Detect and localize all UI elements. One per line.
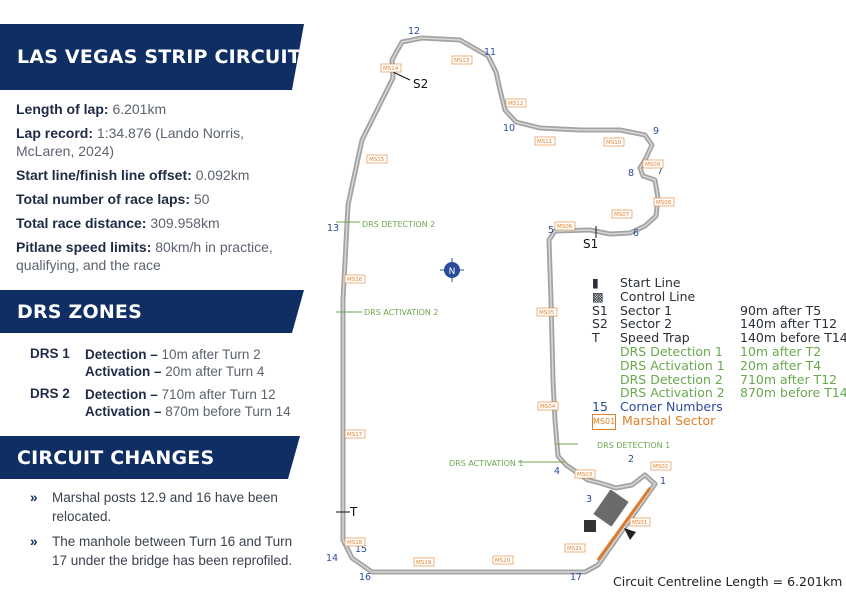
marshal-sector-01: MS01	[632, 520, 647, 526]
change-item: »Marshal posts 12.9 and 16 have been rel…	[30, 490, 278, 524]
compass-icon: N	[440, 258, 464, 282]
corner-7: 7	[657, 166, 663, 177]
pit-entry-arrow	[624, 528, 636, 540]
legend-start-line: ▮Start Line	[592, 275, 681, 290]
drs-zones-banner: DRS ZONES	[0, 290, 304, 333]
corner-8: 8	[628, 168, 634, 179]
marshal-sector-05: MS05	[539, 310, 555, 316]
marshal-sector-18: MS18	[347, 540, 363, 546]
circuit-changes-banner: CIRCUIT CHANGES	[0, 436, 300, 479]
marshal-sector-07: MS07	[614, 212, 630, 218]
marshal-sector-13: MS13	[454, 58, 470, 64]
info-race-distance: Total race distance: 309.958km	[16, 215, 220, 231]
info-lap-length: Length of lap: 6.201km	[16, 101, 167, 117]
marshal-sector-16: MS16	[347, 277, 363, 283]
corner-17: 17	[570, 572, 582, 583]
marshal-sector-09: MS09	[645, 162, 661, 168]
corner-12: 12	[408, 26, 420, 37]
start-line-icon: ▮	[592, 275, 599, 290]
marshal-sector-10: MS10	[606, 140, 622, 146]
speed-trap-marker: T	[349, 505, 358, 519]
marshal-sector-03: MS03	[577, 472, 593, 478]
marshal-sector-14: MS14	[383, 66, 399, 72]
info-offset: Start line/finish line offset: 0.092km	[16, 167, 250, 183]
marshal-sector-11: MS11	[537, 139, 552, 145]
info-pitlane-speed: Pitlane speed limits: 80km/h in practice…	[16, 239, 273, 273]
corner-3: 3	[586, 494, 592, 505]
change-item: »The manhole between Turn 16 and Turn 17…	[30, 534, 293, 568]
circuit-title-banner: LAS VEGAS STRIP CIRCUIT	[0, 24, 304, 90]
control-line-icon: ▩	[592, 288, 604, 304]
corner-2: 2	[628, 454, 634, 465]
sector-1-marker: S1	[583, 237, 598, 251]
marshal-sector-02: MS02	[653, 464, 668, 470]
drs-detection-1-label: DRS DETECTION 1	[597, 441, 670, 450]
corner-13: 13	[327, 223, 339, 234]
marshal-sector-12: MS12	[508, 101, 523, 107]
corner-15: 15	[355, 544, 367, 555]
marshal-sector-04: MS04	[540, 404, 556, 410]
marshal-sector-15: MS15	[369, 157, 385, 163]
corner-4: 4	[554, 466, 560, 477]
corner-14: 14	[326, 553, 338, 564]
corner-11: 11	[484, 47, 496, 58]
drs-activation-2-label: DRS ACTIVATION 2	[364, 308, 438, 317]
marshal-sector-19: MS19	[416, 560, 432, 566]
drs-zones-title: DRS ZONES	[17, 300, 142, 323]
legend-control-line: ▩Control Line	[592, 288, 696, 304]
pit-lane	[596, 487, 652, 561]
corner-5: 5	[548, 225, 554, 236]
svg-text:N: N	[449, 267, 456, 277]
sector-2-marker: S2	[413, 77, 428, 91]
start-line-flag	[584, 520, 596, 532]
circuit-title: LAS VEGAS STRIP CIRCUIT	[17, 46, 301, 68]
corner-10: 10	[503, 123, 515, 134]
marshal-sector-08: MS08	[656, 200, 672, 206]
marshal-sector-20: MS20	[495, 558, 511, 564]
info-race-laps: Total number of race laps: 50	[16, 191, 210, 207]
starting-grid	[593, 489, 629, 527]
marshal-sector-21: MS21	[567, 546, 582, 552]
drs-zone-2: DRS 2 Detection – 710m after Turn 12 Act…	[30, 386, 291, 419]
drs-activation-1-label: DRS ACTIVATION 1	[449, 459, 523, 468]
circuit-info: Length of lap: 6.201km Lap record: 1:34.…	[16, 100, 301, 280]
corner-9: 9	[653, 126, 659, 137]
marshal-sector-06: MS06	[557, 224, 573, 230]
circuit-changes-list: »Marshal posts 12.9 and 16 have been rel…	[30, 488, 305, 576]
drs-zones-list: DRS 1 Detection – 10m after Turn 2 Activ…	[30, 346, 310, 426]
marshal-sector-17: MS17	[347, 432, 363, 438]
drs-detection-2-label: DRS DETECTION 2	[362, 220, 435, 229]
centreline-length: Circuit Centreline Length = 6.201km	[613, 574, 843, 589]
info-lap-record: Lap record: 1:34.876 (Lando Norris, McLa…	[16, 125, 244, 159]
corner-6: 6	[633, 228, 639, 239]
corner-1: 1	[660, 476, 666, 487]
corner-16: 16	[359, 572, 371, 583]
drs-zone-1: DRS 1 Detection – 10m after Turn 2 Activ…	[30, 346, 265, 379]
circuit-changes-title: CIRCUIT CHANGES	[17, 446, 215, 469]
